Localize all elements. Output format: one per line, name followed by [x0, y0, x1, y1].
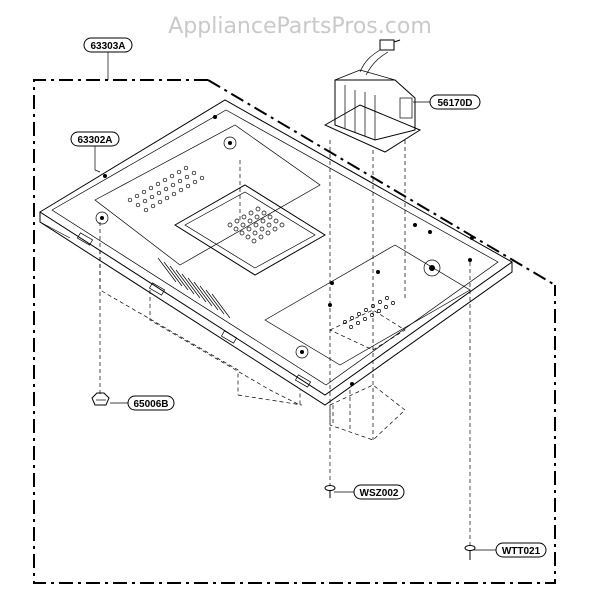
part-tag-WTT021[interactable]: WTT021	[495, 542, 547, 558]
watermark-text: AppliancePartsPros.com	[168, 14, 432, 39]
part-label-63302A: 63302A	[77, 135, 112, 146]
part-label-56170D: 56170D	[437, 98, 472, 109]
part-label-65006B: 65006B	[133, 399, 168, 410]
leader-63302A	[94, 146, 101, 173]
part-label-63303A: 63303A	[90, 41, 125, 52]
assembly-boundary	[33, 79, 556, 584]
foot-65006B	[91, 392, 128, 406]
side-louvers	[157, 257, 231, 319]
screw-WSZ002	[324, 485, 354, 498]
transformer	[323, 39, 422, 153]
screw-WTT021	[464, 545, 496, 560]
base-plate	[39, 99, 513, 406]
part-tag-56170D[interactable]: 56170D	[429, 94, 481, 110]
part-label-WTT021: WTT021	[502, 546, 541, 557]
vent-grille-upper	[127, 165, 205, 213]
projection-lines	[99, 140, 471, 545]
part-label-WSZ002: WSZ002	[360, 488, 399, 499]
part-tag-WSZ002[interactable]: WSZ002	[353, 484, 405, 500]
vent-grille-lower	[343, 296, 395, 329]
part-tag-65006B[interactable]: 65006B	[127, 395, 175, 411]
vent-grille-center	[227, 206, 285, 244]
part-tag-63302A[interactable]: 63302A	[70, 131, 120, 147]
part-tag-63303A[interactable]: 63303A	[83, 37, 133, 53]
